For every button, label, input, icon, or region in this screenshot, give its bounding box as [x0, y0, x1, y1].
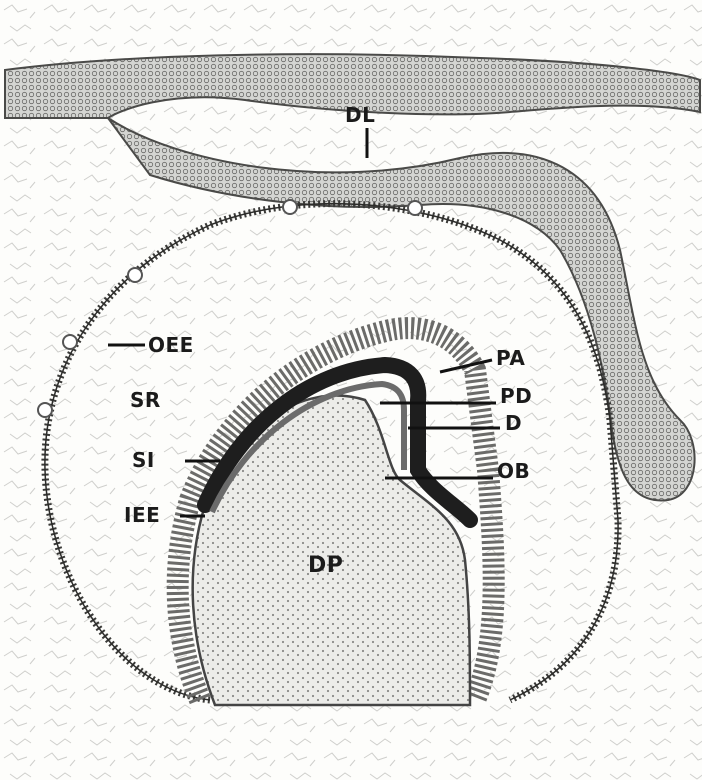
label-si: SI [132, 450, 155, 470]
label-d: D [505, 413, 522, 433]
label-oee: OEE [148, 335, 194, 355]
label-pa: PA [496, 348, 525, 368]
label-dl: DL [345, 105, 375, 125]
label-iee: IEE [124, 505, 160, 525]
label-ob: OB [497, 461, 530, 481]
label-dp: DP [308, 555, 343, 577]
blood-vessel [63, 335, 77, 349]
blood-vessel [408, 201, 422, 215]
label-pd: PD [500, 386, 532, 406]
label-sr: SR [130, 390, 161, 410]
blood-vessel [283, 200, 297, 214]
blood-vessel [128, 268, 142, 282]
blood-vessel [38, 403, 52, 417]
